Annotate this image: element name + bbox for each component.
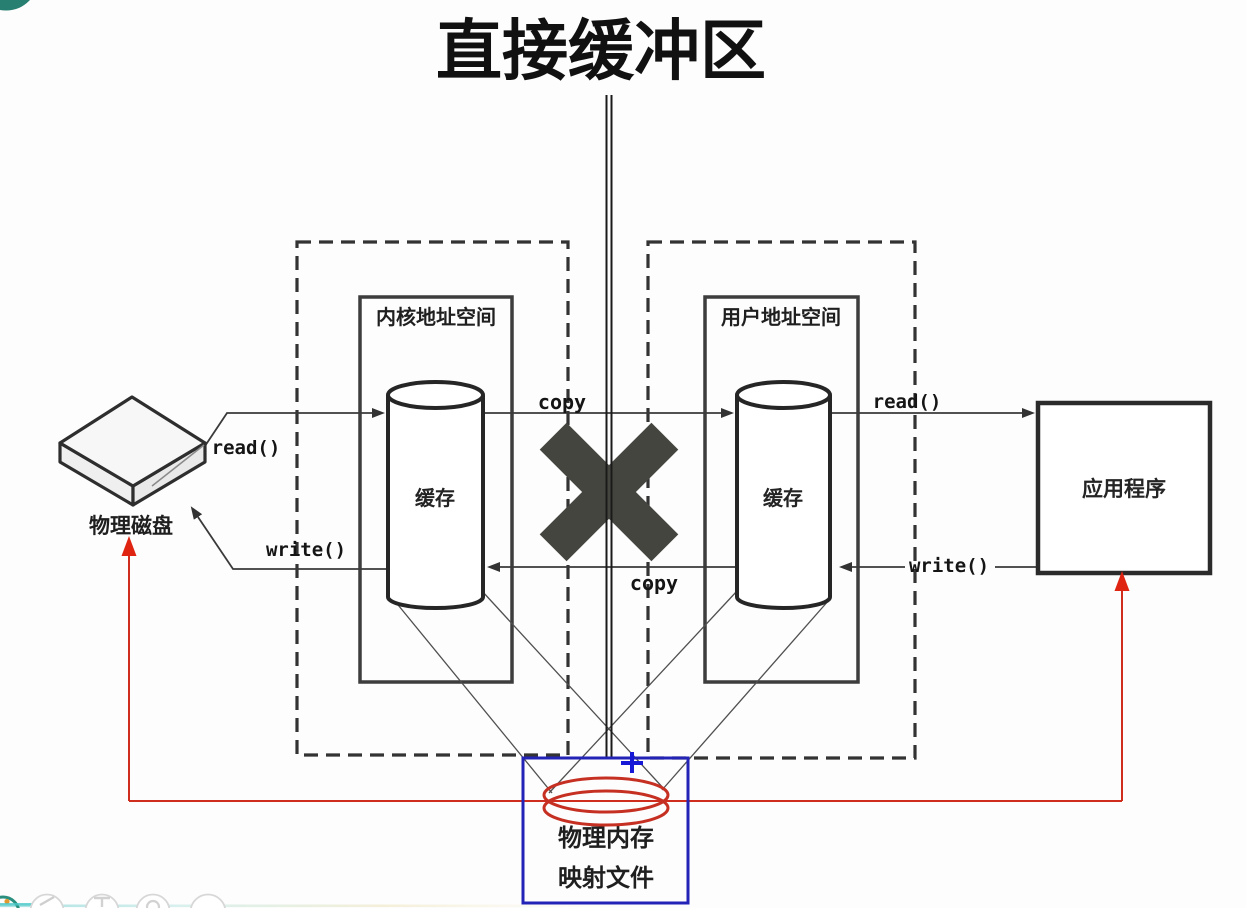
mmap-label-line1: 物理内存 (558, 825, 654, 852)
annotation-toolbar (0, 893, 226, 908)
user-buffer-cylinder: 缓存 (735, 380, 832, 610)
blank-button[interactable] (190, 893, 226, 908)
red-mmap-connections (121, 536, 1130, 802)
plus-cursor-icon (621, 752, 643, 773)
mmap-label-line2: 映射文件 (558, 864, 654, 892)
pen-icon (39, 895, 55, 907)
read-app-label: read() (873, 391, 942, 413)
copy-bottom-label: copy (630, 571, 678, 595)
kernel-buffer-label: 缓存 (415, 486, 455, 510)
page-title: 直接缓冲区 (436, 16, 766, 89)
cross-out-x (539, 422, 679, 562)
copy-top-label: copy (538, 390, 586, 414)
physical-memory-ellipse (542, 776, 670, 827)
red-arrowhead-disk (121, 536, 137, 556)
bottom-artifact-strip (0, 904, 700, 908)
application-label: 应用程序 (1082, 477, 1166, 501)
physical-disk (58, 395, 207, 507)
text-icon (94, 896, 110, 907)
disk-label: 物理磁盘 (89, 514, 173, 538)
red-arrowhead-app (1114, 571, 1130, 591)
kernel-space-dashed-box (295, 240, 570, 757)
read-disk-label: read() (212, 437, 281, 459)
kernel-space-inner-box (358, 295, 514, 684)
color-swatch-icon[interactable] (0, 895, 20, 908)
user-space-dashed-box (646, 240, 917, 760)
write-disk-arrow (190, 506, 389, 570)
user-space-inner-box (703, 295, 860, 684)
mmap-file-box (521, 756, 690, 905)
kernel-space-label: 内核地址空间 (376, 305, 496, 329)
read-disk-arrow (204, 408, 385, 447)
flow-arrows (190, 408, 1038, 572)
teal-streak (0, 903, 40, 906)
kernel-buffer-cylinder: 缓存 (386, 380, 485, 610)
user-buffer-label: 缓存 (763, 486, 803, 510)
center-divider-line (605, 95, 613, 757)
user-space-label: 用户地址空间 (721, 305, 841, 329)
write-app-label: write() (909, 555, 989, 577)
write-disk-label: write() (266, 539, 346, 561)
color-dot-icon (4, 898, 10, 905)
application-box (1035, 400, 1213, 576)
corner-teal-arc (0, 0, 30, 11)
ellipse-icon (145, 899, 161, 908)
